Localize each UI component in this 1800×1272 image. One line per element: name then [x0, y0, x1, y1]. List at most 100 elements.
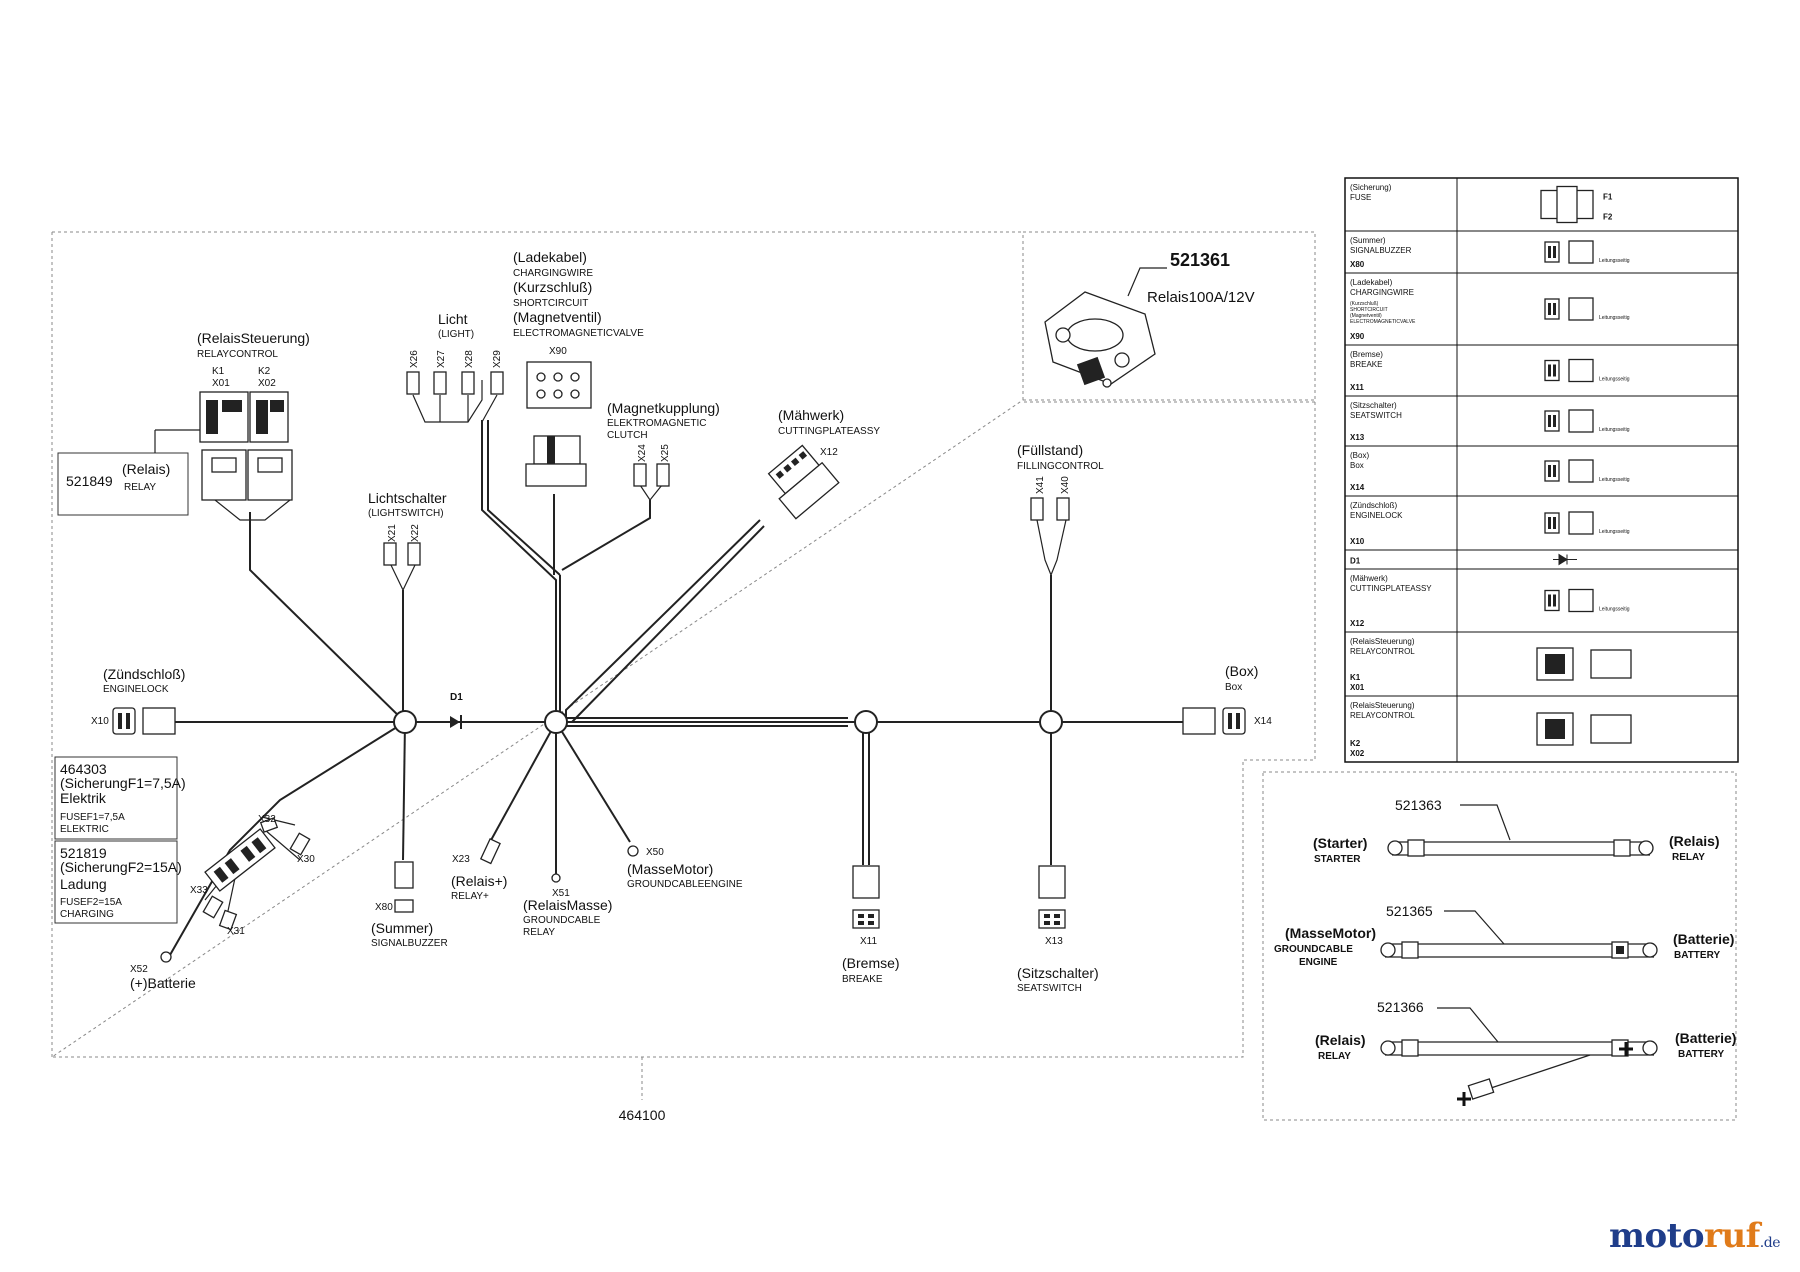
x41-label: X41: [1035, 476, 1046, 494]
legend-note: Leitungsseitig: [1599, 427, 1630, 433]
cable-521366-left-en: RELAY: [1318, 1051, 1351, 1062]
legend-code: X80: [1350, 260, 1365, 269]
x32-plug: [259, 817, 279, 833]
x25-label: X25: [660, 444, 671, 462]
x30-label: X30: [297, 854, 315, 865]
plug-pictogram: [1544, 460, 1560, 482]
relay-inset-label: Relais100A/12V: [1147, 289, 1255, 306]
relay-ground-title: (RelaisMasse): [523, 897, 612, 913]
plug-pictogram-pin: [1548, 594, 1551, 607]
x29-label: X29: [492, 350, 503, 368]
fuse1-line4: ELEKTRIC: [60, 824, 109, 835]
relay-part-number: 521849: [66, 473, 113, 489]
x33-plug: [202, 895, 224, 919]
relay-pictogram-pins: [1545, 654, 1565, 674]
harness-wires: [158, 380, 1195, 956]
relay-plus-title: (Relais+): [451, 873, 507, 889]
plug-pictogram-pin: [1553, 415, 1556, 427]
clutch-subtitle1: ELEKTROMAGNETIC: [607, 418, 706, 429]
brake-plug: [852, 865, 880, 899]
charge-line2: (Kurzschluß): [513, 279, 592, 295]
legend-text: ELECTROMAGNETICVALVE: [1350, 319, 1416, 325]
enginelock-subtitle: ENGINELOCK: [103, 684, 169, 695]
filling-title: (Füllstand): [1017, 442, 1083, 458]
legend-text: SHORTCIRCUIT: [1350, 307, 1388, 313]
cutting-title: (Mähwerk): [778, 407, 844, 423]
box-subtitle: Box: [1225, 682, 1242, 693]
legend-text: (Sitzschalter): [1350, 401, 1397, 410]
x01-label: X01: [212, 378, 230, 389]
relay-pictogram-plug: [1590, 649, 1632, 679]
cable-521363-right: (Relais): [1669, 833, 1720, 849]
junction-node: [544, 710, 568, 734]
x41-plug: [1030, 497, 1044, 521]
charge-line1-en: CHARGINGWIRE: [513, 268, 593, 279]
legend-f1: F1: [1603, 193, 1613, 202]
legend-code: X14: [1350, 483, 1365, 492]
x30-plug: [289, 832, 311, 856]
plug-pictogram-pin: [1548, 364, 1551, 377]
x32-label: X32: [258, 814, 276, 825]
cable-521363-left-en: STARTER: [1314, 854, 1361, 865]
legend-text: CHARGINGWIRE: [1350, 288, 1414, 297]
brake-face: [852, 909, 880, 929]
cable-521366: 521366 (Relais) RELAY (Batterie) BATTERY: [1315, 999, 1736, 1106]
clutch-title: (Magnetkupplung): [607, 400, 720, 416]
cable-521365-right-en: BATTERY: [1674, 950, 1720, 961]
box-title: (Box): [1225, 663, 1258, 679]
x51-terminal: [551, 873, 561, 883]
relay-part-title: (Relais): [122, 461, 170, 477]
buzzer-plug: [394, 861, 414, 889]
x52-label: X52: [130, 964, 148, 975]
clutch-subtitle2: CLUTCH: [607, 430, 648, 441]
k1-label: K1: [212, 366, 225, 377]
x28-label: X28: [464, 350, 475, 368]
fuse2-line4: CHARGING: [60, 909, 114, 920]
cutting-subtitle: CUTTINGPLATEASSY: [778, 426, 880, 437]
plug-pictogram-pin: [1548, 415, 1551, 427]
plug-pictogram: [1544, 359, 1560, 382]
legend-code: K2: [1350, 739, 1361, 748]
socket-pictogram: [1568, 297, 1594, 321]
logo-tld: .de: [1759, 1235, 1781, 1251]
legend-text: (Bremse): [1350, 350, 1383, 359]
relay-inset-leader: [1127, 267, 1167, 297]
logo-part1: moto: [1608, 1216, 1705, 1256]
x02-label: X02: [258, 378, 276, 389]
legend-text: SIGNALBUZZER: [1350, 246, 1412, 255]
filling-subtitle: FILLINGCONTROL: [1017, 461, 1104, 472]
legend-text: (Box): [1350, 451, 1369, 460]
cable-521365-left-en1: GROUNDCABLE: [1274, 944, 1353, 955]
relay-pictogram-pins: [1545, 719, 1565, 739]
junction-node: [393, 710, 417, 734]
plug-pictogram-pin: [1553, 246, 1556, 258]
junction-node: [1039, 710, 1063, 734]
plug-pictogram: [1544, 241, 1560, 263]
x21-label: X21: [387, 524, 398, 542]
cable-521363-right-en: RELAY: [1672, 852, 1705, 863]
cable-521366-left: (Relais): [1315, 1032, 1366, 1048]
charge-line3-en: ELECTROMAGNETICVALVE: [513, 328, 644, 339]
engine-ground-subtitle: GROUNDCABLEENGINE: [627, 879, 743, 890]
legend-text: (RelaisSteuerung): [1350, 701, 1415, 710]
seat-face: [1038, 909, 1066, 929]
k2-label: K2: [258, 366, 271, 377]
seat-subtitle: SEATSWITCH: [1017, 983, 1082, 994]
x26-label: X26: [409, 350, 420, 368]
cable-521363: 521363 (Starter) STARTER (Relais) RELAY: [1313, 797, 1720, 865]
lightswitch-subtitle: (LIGHTSWITCH): [368, 508, 444, 519]
x12-label: X12: [820, 447, 838, 458]
assembly-number: 464100: [619, 1107, 666, 1123]
junction-node: [854, 710, 878, 734]
relay-pictogram-plug: [1590, 714, 1632, 744]
x50-terminal: [627, 845, 639, 857]
fuse2-line2: Ladung: [60, 876, 107, 892]
cable-521365-number: 521365: [1386, 903, 1433, 919]
socket-pictogram: [1568, 409, 1594, 433]
light-title: Licht: [438, 311, 468, 327]
plug-pictogram-pin: [1548, 517, 1551, 529]
brake-title: (Bremse): [842, 955, 900, 971]
charge-line1: (Ladekabel): [513, 249, 587, 265]
legend-note: Leitungsseitig: [1599, 607, 1630, 613]
fuse2-line1: (SicherungF2=15A): [60, 859, 182, 875]
